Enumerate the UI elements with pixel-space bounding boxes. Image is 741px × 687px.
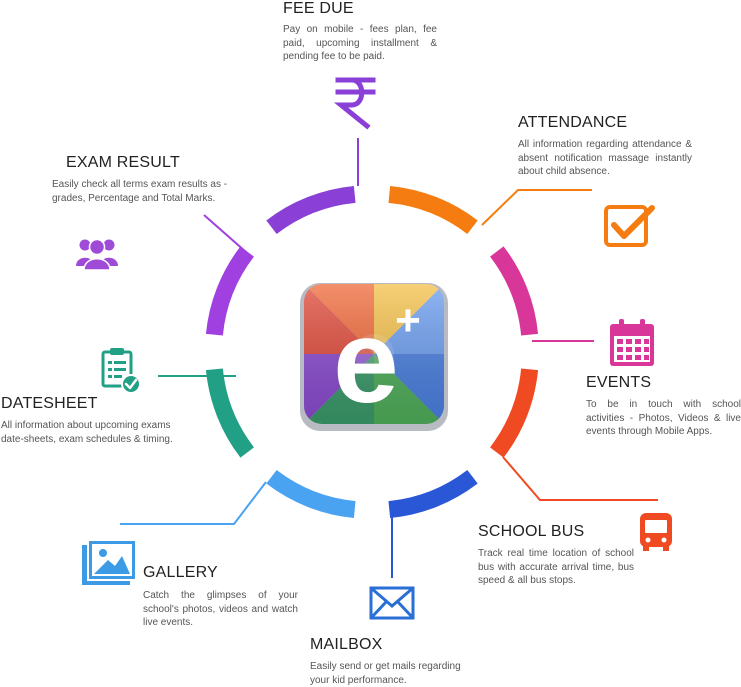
connector-attendance	[481, 189, 592, 226]
attendance-desc: All information regarding attendance & a…	[518, 139, 692, 177]
rupee-icon	[333, 77, 376, 130]
gallery-desc: Catch the glimpses of your school's phot…	[143, 590, 298, 628]
connector-school-bus	[502, 456, 658, 501]
checkbox-icon	[604, 205, 655, 247]
events-title: EVENTS	[586, 374, 652, 391]
logo-letter: e	[333, 296, 399, 428]
ring-segment-school-bus	[489, 368, 539, 458]
picture-icon	[82, 539, 137, 585]
school-bus-desc: Track real time location of school bus w…	[478, 548, 634, 586]
connector-gallery	[120, 481, 267, 525]
datesheet-title: DATESHEET	[1, 395, 98, 412]
ring-segment-gallery	[266, 469, 356, 519]
school-bus-title: SCHOOL BUS	[478, 523, 585, 540]
datesheet-desc: All information about upcoming exams dat…	[1, 420, 173, 445]
attendance-title: ATTENDANCE	[518, 114, 628, 131]
app-logo: e +	[300, 283, 448, 431]
fee-due-title: FEE DUE	[283, 0, 354, 17]
users-icon	[76, 238, 118, 271]
gallery-title: GALLERY	[143, 564, 218, 581]
logo-plus: +	[395, 296, 421, 345]
mailbox-title: MAILBOX	[310, 636, 383, 653]
ring-segment-datesheet	[205, 368, 255, 458]
envelope-icon	[369, 586, 415, 620]
fee-due-desc: Pay on mobile - fees plan, fee paid, upc…	[283, 24, 437, 62]
clipboard-check-icon	[101, 348, 141, 394]
exam-result-title: EXAM RESULT	[66, 154, 180, 171]
ring-segment-exam-result	[205, 246, 255, 336]
ring-segment-events	[489, 246, 539, 336]
ring-segment-mailbox	[388, 469, 478, 519]
events-desc: To be in touch with school activities - …	[586, 399, 741, 437]
calendar-icon	[610, 319, 654, 366]
ring-segment-attendance	[388, 185, 478, 235]
connector-exam-result	[203, 214, 247, 253]
exam-result-desc: Easily check all terms exam results as -…	[52, 179, 228, 204]
bus-icon	[640, 513, 672, 551]
mailbox-desc: Easily send or get mails regarding your …	[310, 661, 461, 686]
ring-segment-fee-due	[266, 185, 356, 235]
